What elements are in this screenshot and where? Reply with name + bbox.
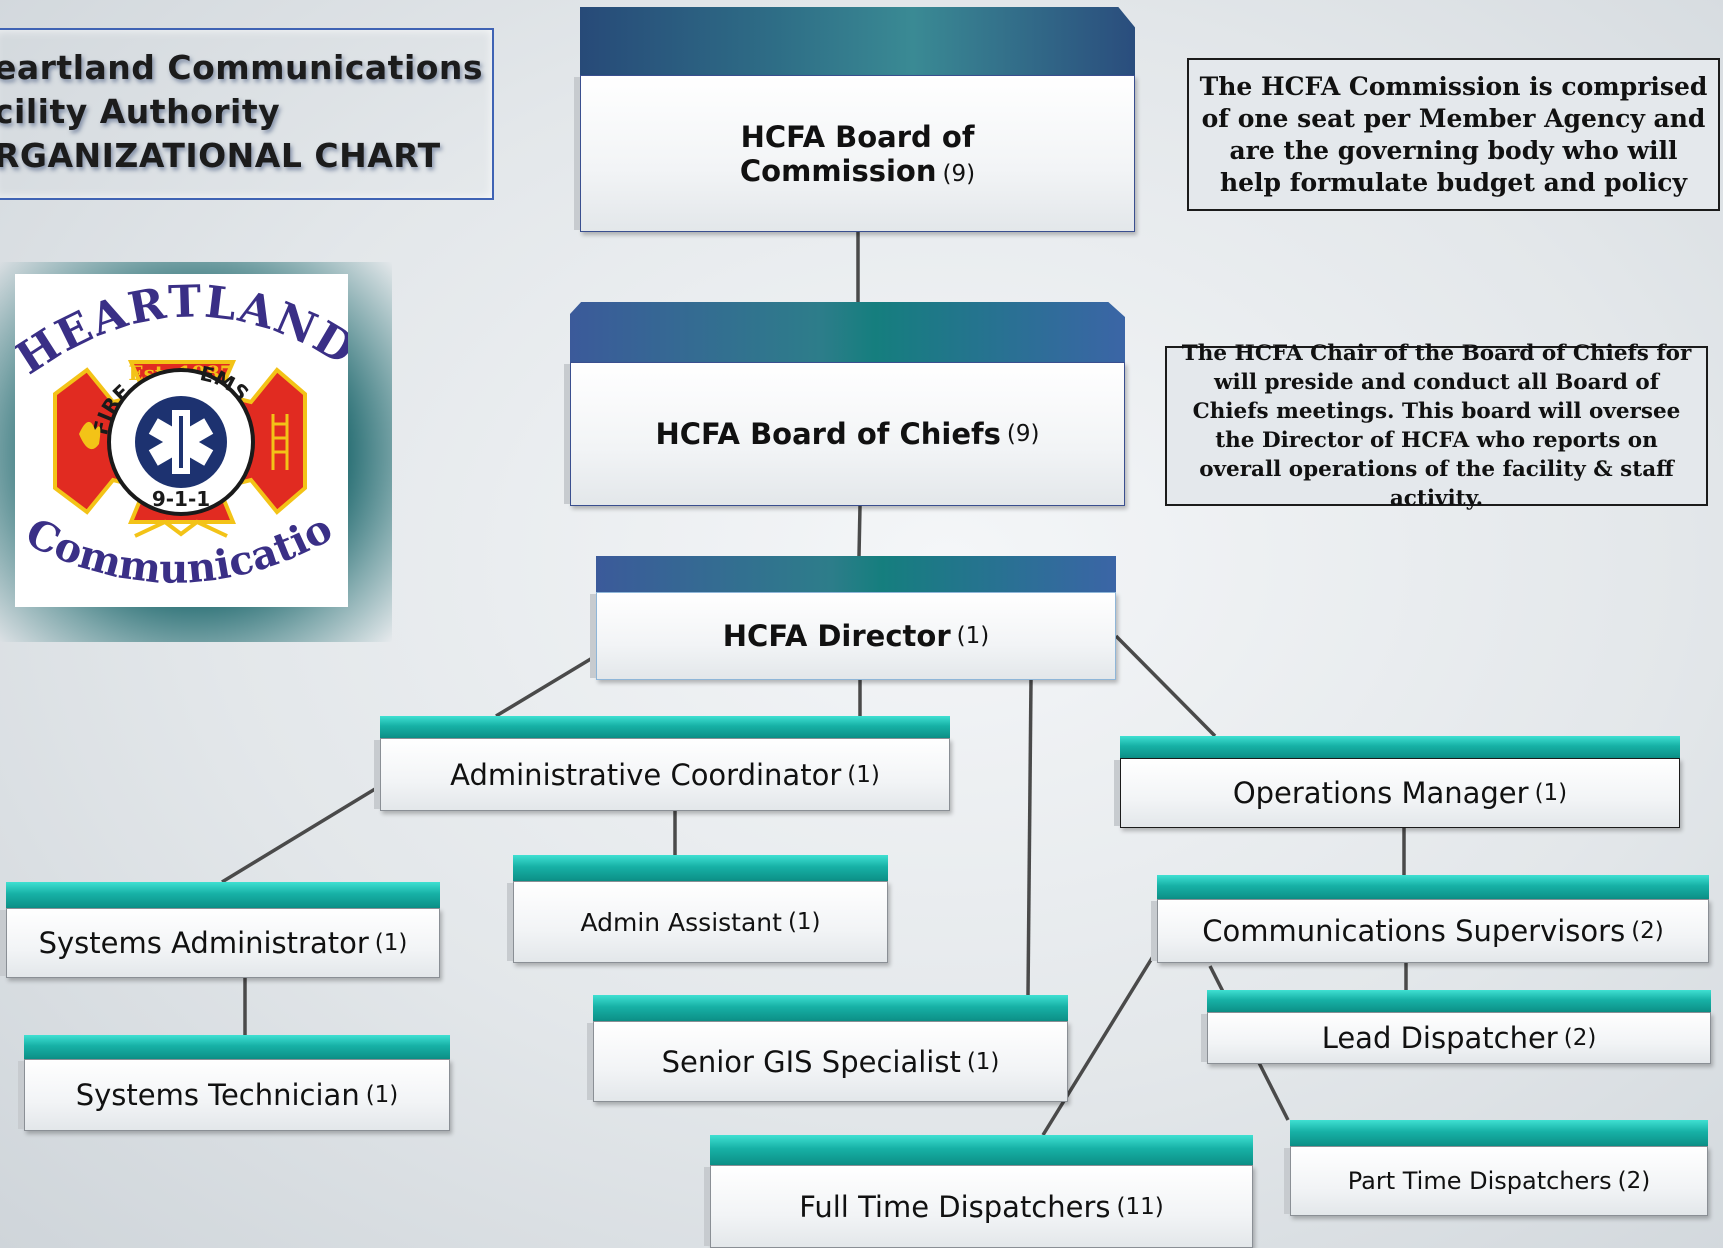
node-part-time-dispatchers: Part Time Dispatchers(2)	[1290, 1120, 1708, 1216]
logo-frame: HEARTLAND Est. 1987 FIRE EMS	[0, 237, 392, 642]
senior-gis-label: Senior GIS Specialist	[661, 1044, 961, 1079]
chart-title-line-3: RGANIZATIONAL CHART	[0, 136, 441, 175]
chiefs-count: (9)	[1006, 421, 1040, 447]
part-time-dispatchers-label: Part Time Dispatchers	[1347, 1167, 1612, 1195]
node-operations-manager: Operations Manager(1)	[1120, 736, 1680, 828]
chart-title-box: eartland Communications cility Authority…	[0, 28, 494, 200]
part-time-dispatchers-count: (2)	[1617, 1168, 1651, 1194]
node-administrative-coordinator: Administrative Coordinator(1)	[380, 716, 950, 811]
chart-title-line-2: cility Authority	[0, 92, 281, 131]
commission-label-line2: Commission	[739, 153, 937, 188]
note-commission: The HCFA Commission is comprised of one …	[1187, 58, 1720, 211]
commission-label-line1: HCFA Board of	[740, 119, 975, 154]
operations-manager-count: (1)	[1534, 780, 1568, 806]
comm-supervisors-label: Communications Supervisors	[1202, 914, 1626, 948]
connector-supervisors-fulltime	[1041, 949, 1159, 1136]
operations-manager-label: Operations Manager	[1232, 776, 1529, 810]
systems-technician-label: Systems Technician	[75, 1078, 360, 1112]
commission-count: (9)	[942, 160, 976, 187]
heartland-logo: HEARTLAND Est. 1987 FIRE EMS	[0, 237, 363, 607]
full-time-dispatchers-label: Full Time Dispatchers	[799, 1189, 1111, 1224]
chart-title-line-1: eartland Communications	[0, 48, 484, 87]
connector-director-ops	[1114, 634, 1217, 738]
note-chiefs-text: The HCFA Chair of the Board of Chiefs fo…	[1181, 341, 1692, 511]
director-label: HCFA Director	[722, 619, 951, 653]
heartland-emblem-icon: HEARTLAND Est. 1987 FIRE EMS	[0, 237, 363, 593]
systems-technician-count: (1)	[365, 1082, 399, 1108]
node-board-of-chiefs: HCFA Board of Chiefs(9)	[570, 302, 1125, 506]
node-senior-gis-specialist: Senior GIS Specialist(1)	[593, 995, 1068, 1102]
node-systems-administrator: Systems Administrator(1)	[6, 882, 440, 978]
connector-director-left	[495, 655, 595, 718]
admin-coordinator-label: Administrative Coordinator	[450, 757, 842, 792]
node-admin-assistant: Admin Assistant(1)	[513, 855, 888, 963]
node-lead-dispatcher: Lead Dispatcher(2)	[1207, 990, 1711, 1064]
logo-911-text: 9-1-1	[152, 487, 210, 511]
chiefs-label: HCFA Board of Chiefs	[655, 417, 1001, 451]
admin-coordinator-count: (1)	[847, 761, 880, 788]
comm-supervisors-count: (2)	[1631, 918, 1664, 944]
note-chiefs: The HCFA Chair of the Board of Chiefs fo…	[1165, 341, 1708, 511]
connector-coord-sysadmin	[221, 784, 381, 884]
node-communications-supervisors: Communications Supervisors(2)	[1157, 875, 1709, 963]
connector-director-gis	[1026, 679, 1033, 996]
full-time-dispatchers-count: (11)	[1116, 1193, 1164, 1220]
node-director: HCFA Director(1)	[596, 556, 1116, 680]
node-board-of-commission: HCFA Board of Commission(9)	[580, 7, 1135, 232]
lead-dispatcher-count: (2)	[1563, 1025, 1597, 1051]
node-full-time-dispatchers: Full Time Dispatchers(11)	[710, 1135, 1253, 1248]
lead-dispatcher-label: Lead Dispatcher	[1321, 1021, 1558, 1055]
systems-administrator-count: (1)	[374, 930, 408, 956]
director-count: (1)	[956, 623, 990, 649]
admin-assistant-label: Admin Assistant	[580, 907, 782, 937]
senior-gis-count: (1)	[966, 1048, 1000, 1075]
systems-administrator-label: Systems Administrator	[38, 926, 369, 960]
connector-chiefs-director	[857, 505, 862, 557]
admin-assistant-count: (1)	[787, 909, 821, 935]
note-commission-text: The HCFA Commission is comprised of one …	[1199, 71, 1708, 197]
node-systems-technician: Systems Technician(1)	[24, 1035, 450, 1131]
